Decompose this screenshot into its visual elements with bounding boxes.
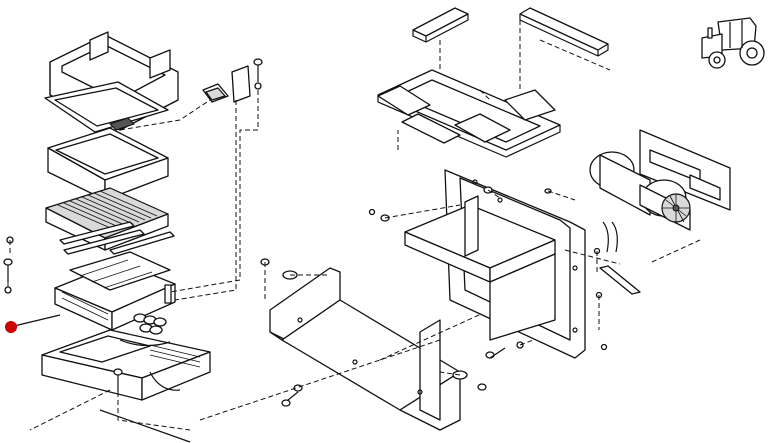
gasket-strip xyxy=(599,221,641,295)
filter-plate xyxy=(44,81,169,133)
leader-lines-left xyxy=(7,90,259,443)
filter-tray xyxy=(47,127,169,201)
blower-housing xyxy=(404,169,586,359)
foam-strips xyxy=(412,7,609,57)
filter-element xyxy=(45,187,169,251)
blower-assembly xyxy=(589,129,731,231)
leader-lines-upper xyxy=(397,20,611,150)
reference-marker xyxy=(5,314,61,333)
seal-frame xyxy=(377,69,561,158)
tractor-icon xyxy=(701,17,765,69)
lower-housing xyxy=(41,329,211,401)
mounting-bracket xyxy=(269,267,461,431)
clip-bracket xyxy=(202,58,263,103)
hardware-bracket xyxy=(260,258,608,407)
leader-lines-housing xyxy=(384,189,701,330)
hardware-left xyxy=(3,236,123,392)
heater-core xyxy=(54,251,176,335)
coolant-tubes xyxy=(59,221,175,255)
core-fittings xyxy=(133,284,172,335)
highlight-dot[interactable] xyxy=(5,321,17,333)
